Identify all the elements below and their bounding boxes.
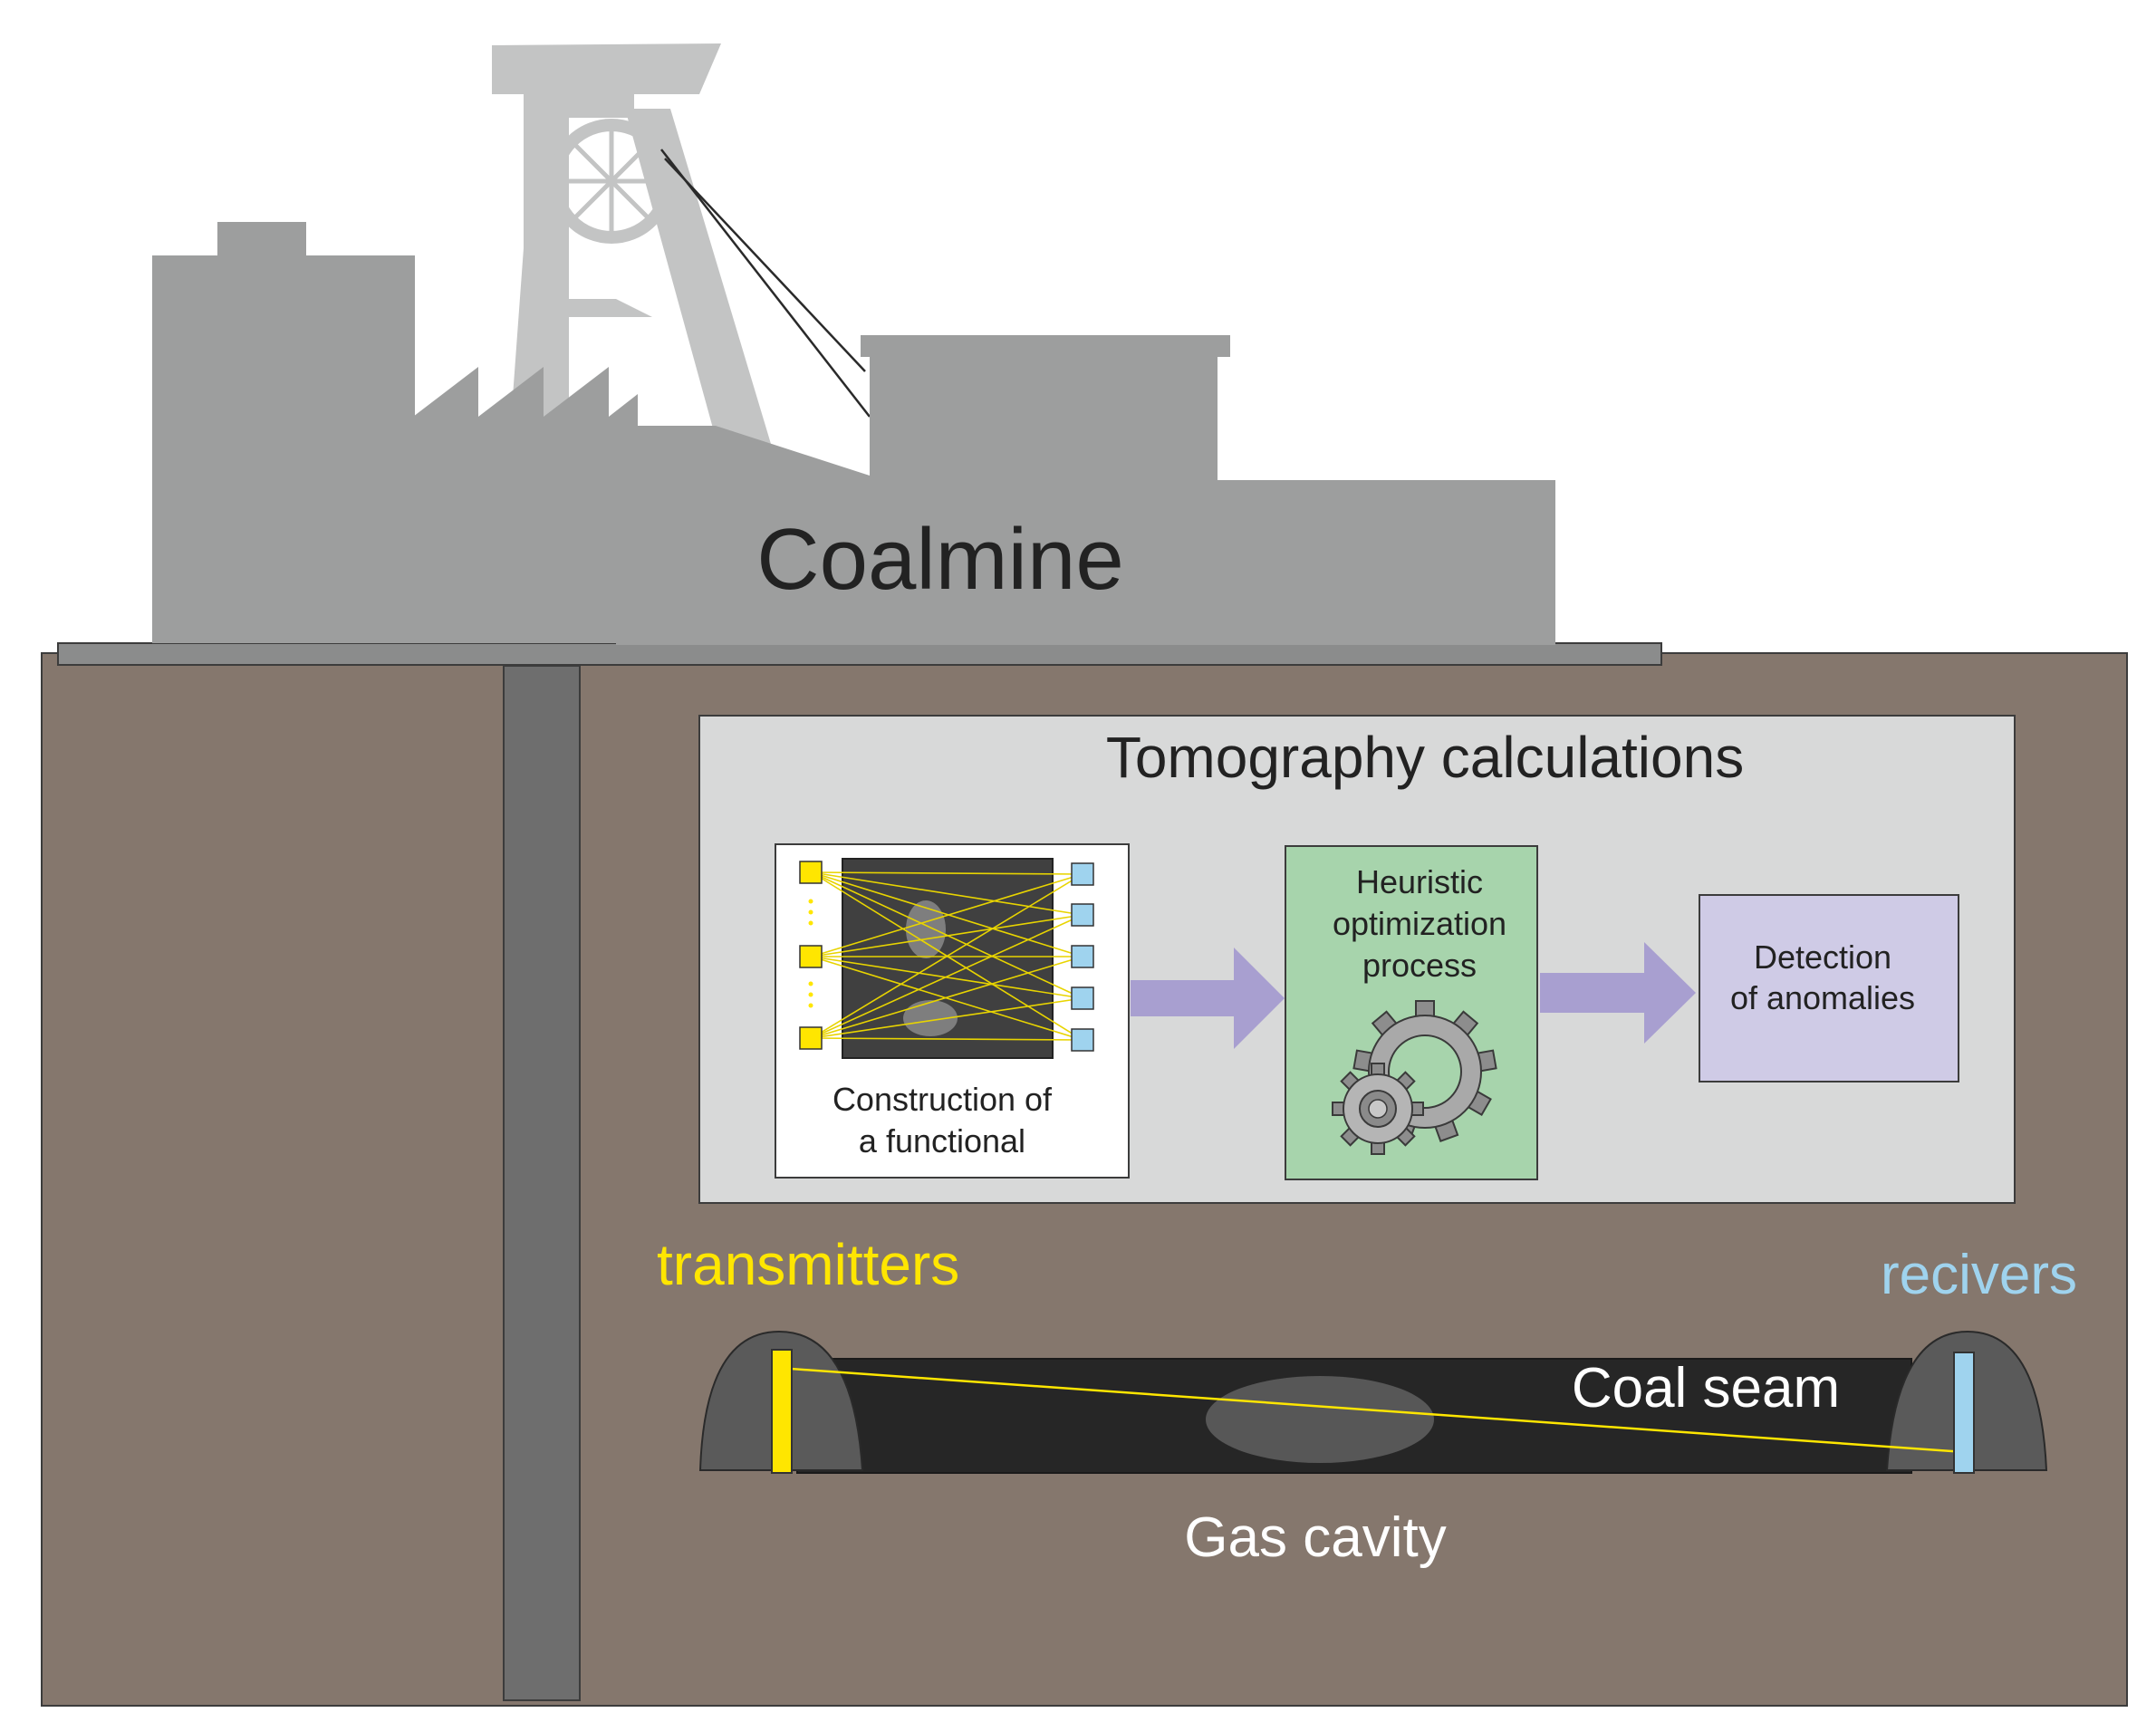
detection-label: Detection: [1754, 938, 1891, 976]
coalmine-label: Coalmine: [756, 511, 1124, 608]
transmitter-markers: [799, 861, 823, 1050]
tomography-title: Tomography calculations: [1106, 725, 1744, 790]
heuristic-label: optimization: [1333, 905, 1506, 942]
ray-paths: [811, 871, 1083, 1041]
coal-seam-section: transmitters recivers Coal seam Gas cavi…: [657, 1232, 2077, 1569]
transmitter-bar: [771, 1349, 793, 1474]
mine-shaft: [503, 665, 581, 1701]
hoist-cable: [660, 149, 871, 418]
receiver-markers: [1071, 862, 1094, 1052]
heuristic-label: process: [1362, 947, 1477, 984]
coalmine-buildings: Coalmine: [152, 43, 1555, 645]
surface-platform: [57, 642, 1662, 666]
tomography-panel: Tomography calculations: [698, 715, 2016, 1204]
anomaly-blob: [903, 1000, 958, 1036]
anomaly-blob: [906, 900, 946, 958]
receivers-label: recivers: [1881, 1244, 2077, 1306]
gas-cavity: [1206, 1376, 1434, 1463]
gas-cavity-label: Gas cavity: [1184, 1506, 1446, 1569]
detection-step-box: Detection of anomalies: [1699, 894, 1959, 1082]
ray-path: [790, 1367, 1965, 1454]
transmitters-label: transmitters: [657, 1232, 959, 1297]
construction-label: Construction of: [833, 1081, 1053, 1118]
gears-icon: [1332, 1000, 1497, 1155]
receiver-bar: [1953, 1352, 1975, 1474]
arrow-right-icon: [1540, 942, 1696, 1044]
coal-seam-label: Coal seam: [1572, 1357, 1840, 1419]
heuristic-label: Heuristic: [1356, 863, 1483, 900]
construction-label: a functional: [859, 1122, 1025, 1159]
arrow-right-icon: [1131, 948, 1285, 1049]
headframe: [492, 43, 779, 471]
detection-label: of anomalies: [1730, 979, 1915, 1016]
hoist-cable: [664, 158, 866, 372]
construction-step-box: Construction of a functional: [775, 843, 1130, 1179]
heuristic-step-box: Heuristic optimization process: [1285, 845, 1538, 1180]
ellipsis-dots: [808, 899, 813, 1008]
